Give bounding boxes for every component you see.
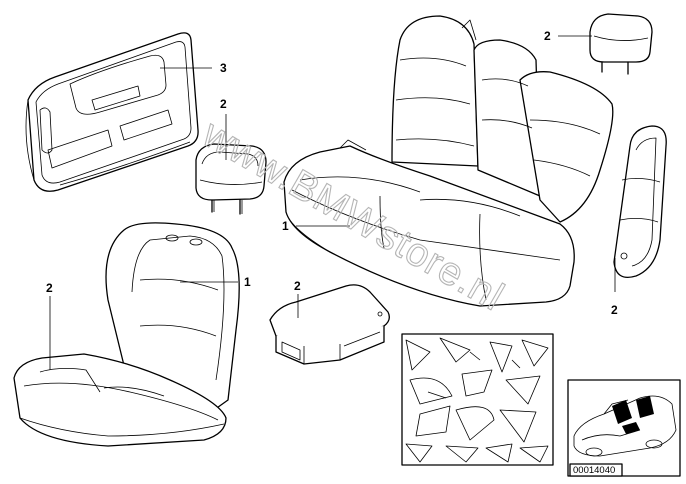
front-headrest[interactable] <box>195 143 267 215</box>
callout-door-trim[interactable]: 3 <box>220 61 227 75</box>
armrest-box[interactable] <box>269 284 390 365</box>
front-seat[interactable] <box>13 222 240 447</box>
leather-pieces-panel[interactable] <box>401 333 554 466</box>
callout-front-seat-frame[interactable]: 1 <box>244 275 251 289</box>
rear-bench-seat[interactable] <box>283 15 614 307</box>
door-trim-panel[interactable] <box>25 32 199 192</box>
callout-armrest-box[interactable]: 2 <box>294 279 301 293</box>
callout-headrest-front[interactable]: 2 <box>220 97 227 111</box>
callout-rear-bench[interactable]: 1 <box>282 219 289 233</box>
car-thumbnail[interactable]: 00014040 <box>567 379 681 477</box>
callout-headrest-rear[interactable]: 2 <box>544 29 551 43</box>
part-number-label: 00014040 <box>573 465 615 476</box>
callout-front-seat-cushion[interactable]: 2 <box>46 281 53 295</box>
callout-side-bolster[interactable]: 2 <box>611 303 618 317</box>
rear-headrest[interactable] <box>589 13 653 75</box>
side-bolster[interactable] <box>613 125 667 279</box>
